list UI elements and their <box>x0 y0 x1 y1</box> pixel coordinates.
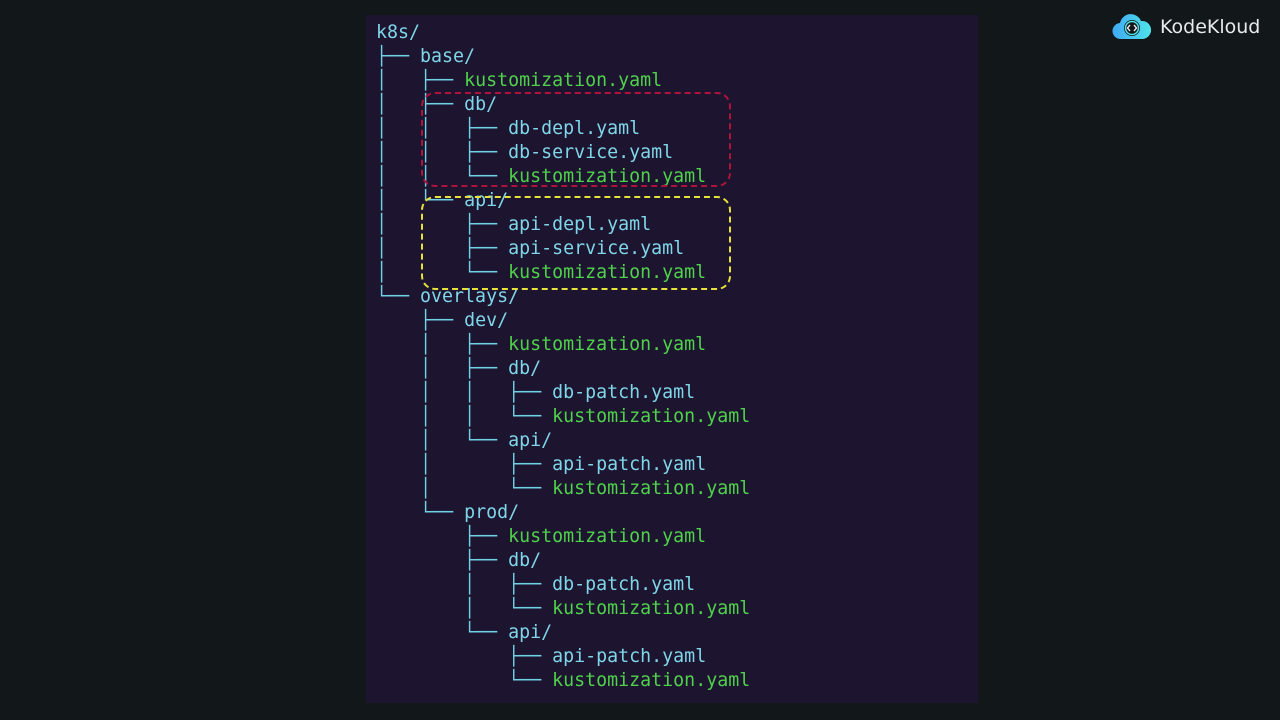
tree-file: │ ├── api-service.yaml <box>376 237 750 261</box>
tree-branch: │ │ ├── <box>376 118 509 139</box>
tree-file: │ ├── api-depl.yaml <box>376 213 750 237</box>
tree-entry-name: db-patch.yaml <box>552 574 696 595</box>
tree-branch: ├── <box>376 550 509 571</box>
tree-entry-name: dev/ <box>464 310 509 331</box>
tree-branch: └── <box>376 622 509 643</box>
tree-entry-name: overlays/ <box>420 286 520 307</box>
tree-branch: │ └── <box>376 478 553 499</box>
tree-directory: ├── base/ <box>376 45 750 69</box>
tree-entry-name: db-depl.yaml <box>508 118 641 139</box>
tree-file: │ │ └── kustomization.yaml <box>376 405 750 429</box>
tree-file: │ └── kustomization.yaml <box>376 261 750 285</box>
tree-directory: └── prod/ <box>376 501 750 525</box>
tree-entry-name: db/ <box>464 94 498 115</box>
tree-entry-name: db-service.yaml <box>508 142 674 163</box>
tree-branch: └── <box>376 502 465 523</box>
tree-file: │ │ └── kustomization.yaml <box>376 165 750 189</box>
tree-file: │ ├── kustomization.yaml <box>376 69 750 93</box>
tree-branch: ├── <box>376 646 553 667</box>
tree-entry-name: api-patch.yaml <box>552 454 707 475</box>
tree-file: │ └── kustomization.yaml <box>376 597 750 621</box>
tree-branch: │ │ ├── <box>376 142 509 163</box>
kodekloud-logo: KodeKloud <box>1112 13 1260 41</box>
cloud-code-icon <box>1112 14 1152 40</box>
tree-file: │ │ ├── db-depl.yaml <box>376 117 750 141</box>
tree-directory: │ └── api/ <box>376 429 750 453</box>
highlight-base-api <box>421 196 731 290</box>
tree-branch: │ └── <box>376 430 509 451</box>
tree-entry-name: kustomization.yaml <box>552 598 751 619</box>
tree-entry-name: kustomization.yaml <box>508 262 707 283</box>
tree-branch: ├── <box>376 46 421 67</box>
tree-entry-name: kustomization.yaml <box>464 70 663 91</box>
tree-directory: k8s/ <box>376 21 750 45</box>
tree-file: │ │ ├── db-service.yaml <box>376 141 750 165</box>
tree-file: └── kustomization.yaml <box>376 669 750 693</box>
tree-branch: │ │ ├── <box>376 382 553 403</box>
tree-branch: ├── <box>376 310 465 331</box>
tree-branch: └── <box>376 286 421 307</box>
tree-entry-name: api-depl.yaml <box>508 214 652 235</box>
tree-entry-name: api-patch.yaml <box>552 646 707 667</box>
tree-branch: │ ├── <box>376 574 553 595</box>
tree-entry-name: api/ <box>508 622 553 643</box>
tree-file: │ ├── db-patch.yaml <box>376 573 750 597</box>
tree-directory: └── api/ <box>376 621 750 645</box>
tree-branch: │ ├── <box>376 238 509 259</box>
tree-file: │ └── kustomization.yaml <box>376 477 750 501</box>
tree-entry-name: kustomization.yaml <box>552 478 751 499</box>
tree-entry-name: kustomization.yaml <box>552 670 751 691</box>
tree-directory: │ ├── db/ <box>376 357 750 381</box>
tree-branch: │ ├── <box>376 454 553 475</box>
tree-directory: ├── db/ <box>376 549 750 573</box>
tree-branch: │ │ └── <box>376 406 553 427</box>
tree-file: │ ├── api-patch.yaml <box>376 453 750 477</box>
tree-entry-name: k8s/ <box>376 22 421 43</box>
brand-name: KodeKloud <box>1160 16 1261 38</box>
tree-entry-name: kustomization.yaml <box>552 406 751 427</box>
tree-branch: │ ├── <box>376 214 509 235</box>
tree-directory: └── overlays/ <box>376 285 750 309</box>
tree-branch: │ ├── <box>376 334 509 355</box>
tree-branch: │ └── <box>376 262 509 283</box>
tree-entry-name: api/ <box>464 190 509 211</box>
highlight-base-db <box>421 92 731 187</box>
tree-file: │ ├── kustomization.yaml <box>376 333 750 357</box>
tree-entry-name: api/ <box>508 430 553 451</box>
tree-entry-name: db/ <box>508 550 542 571</box>
tree-branch: └── <box>376 670 553 691</box>
tree-entry-name: base/ <box>420 46 476 67</box>
tree-branch: │ ├── <box>376 358 509 379</box>
tree-file: ├── kustomization.yaml <box>376 525 750 549</box>
tree-entry-name: api-service.yaml <box>508 238 685 259</box>
tree-file: │ │ ├── db-patch.yaml <box>376 381 750 405</box>
tree-entry-name: db-patch.yaml <box>552 382 696 403</box>
tree-entry-name: kustomization.yaml <box>508 526 707 547</box>
tree-entry-name: db/ <box>508 358 542 379</box>
tree-branch: │ └── <box>376 598 553 619</box>
tree-directory: ├── dev/ <box>376 309 750 333</box>
tree-branch: ├── <box>376 526 509 547</box>
tree-file: ├── api-patch.yaml <box>376 645 750 669</box>
terminal-panel <box>366 15 978 703</box>
tree-entry-name: kustomization.yaml <box>508 334 707 355</box>
tree-entry-name: prod/ <box>464 502 520 523</box>
tree-branch: │ ├── <box>376 70 465 91</box>
tree-entry-name: kustomization.yaml <box>508 166 707 187</box>
